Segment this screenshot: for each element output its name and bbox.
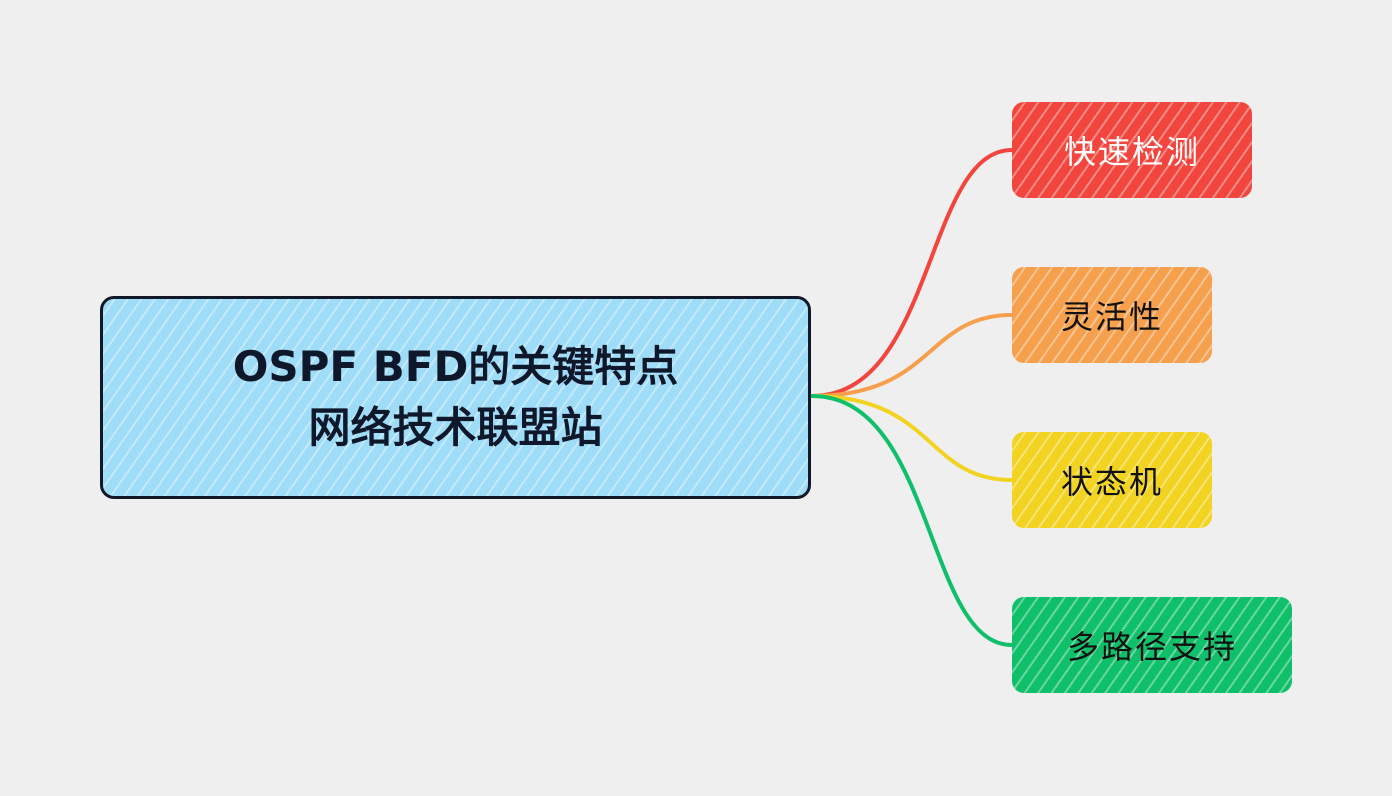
root-title-line: OSPF BFD的关键特点 <box>232 341 679 391</box>
branch-state-machine[interactable]: 状态机 <box>1012 432 1212 528</box>
connector-flexibility <box>810 313 1014 398</box>
branch-fast-detection[interactable]: 快速检测 <box>1012 102 1252 198</box>
branch-flexibility[interactable]: 灵活性 <box>1012 267 1212 363</box>
connector-fast-detection <box>810 148 1014 398</box>
root-topic-label: OSPF BFD的关键特点 网络技术联盟站 <box>233 337 679 459</box>
branch-label: 状态机 <box>1060 463 1163 501</box>
connector-multipath <box>810 394 1014 647</box>
connector-state-machine <box>810 394 1014 482</box>
branch-label: 多路径支持 <box>1066 628 1237 666</box>
root-topic-node[interactable]: OSPF BFD的关键特点 网络技术联盟站 <box>100 296 811 499</box>
branch-label: 快速检测 <box>1063 133 1200 171</box>
root-subtitle-line: 网络技术联盟站 <box>308 402 603 452</box>
branch-label: 灵活性 <box>1060 298 1163 336</box>
branch-multipath[interactable]: 多路径支持 <box>1012 597 1292 693</box>
